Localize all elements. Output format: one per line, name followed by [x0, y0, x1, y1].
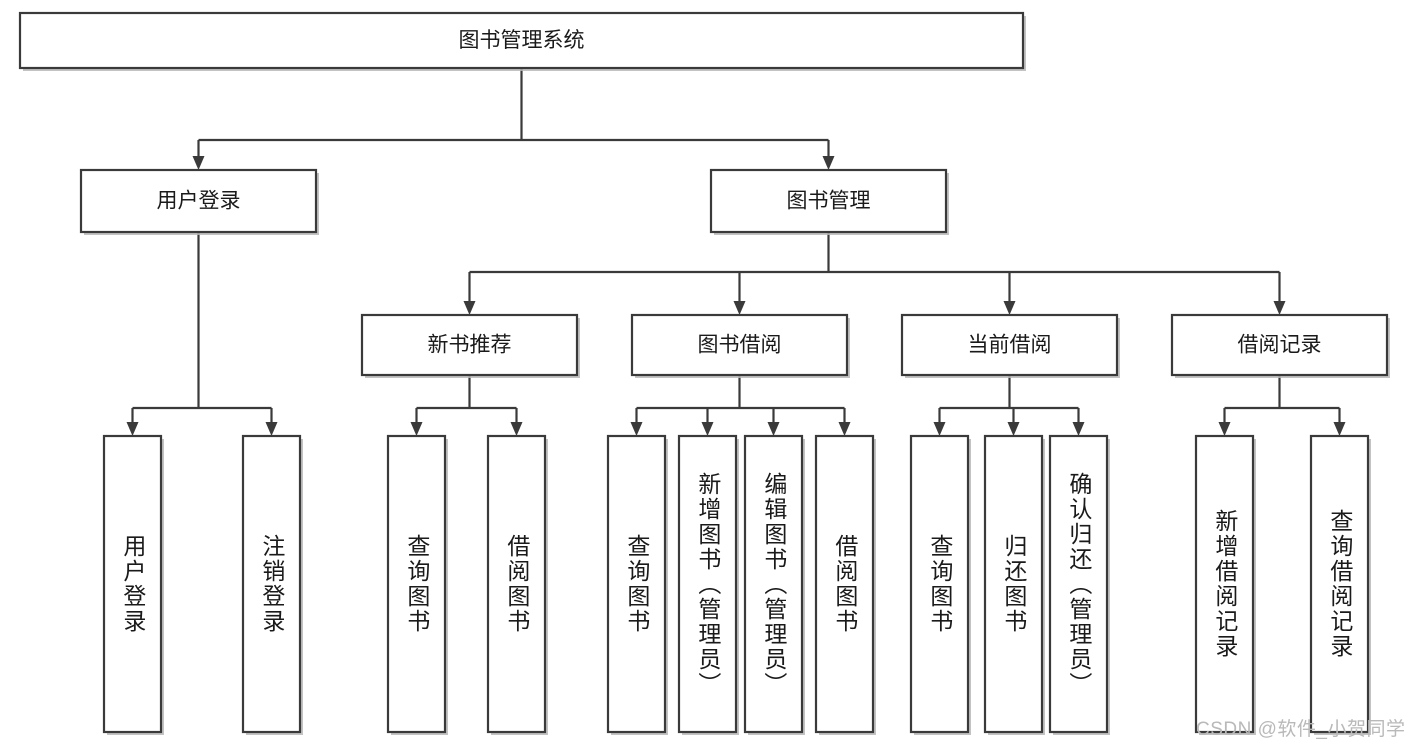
arrow-head-icon [463, 301, 476, 315]
arrow-head-icon [1273, 301, 1286, 315]
boxes-layer [18, 11, 1390, 735]
arrow-head-icon [126, 422, 139, 436]
node-label-current-borrow: 当前借阅 [968, 334, 1052, 357]
arrow-head-icon [1218, 422, 1231, 436]
arrow-head-icon [1072, 422, 1085, 436]
arrow-head-icon [933, 422, 946, 436]
node-box-borrow-record[interactable] [1170, 313, 1389, 377]
node-label-borrow-record: 借阅记录 [1238, 334, 1322, 357]
arrow-head-icon [410, 422, 423, 436]
arrow-head-icon [1333, 422, 1346, 436]
node-box-leaf-query-record[interactable] [1309, 434, 1370, 734]
node-box-leaf-edit-book[interactable] [743, 434, 804, 734]
node-box-leaf-add-book[interactable] [677, 434, 738, 734]
arrow-head-icon [701, 422, 714, 436]
arrow-head-icon [822, 156, 835, 170]
node-box-leaf-return-book[interactable] [983, 434, 1044, 734]
node-box-leaf-confirm-return[interactable] [1048, 434, 1109, 734]
node-box-leaf-query-book-1[interactable] [386, 434, 447, 734]
node-box-leaf-user-login[interactable] [102, 434, 163, 734]
arrow-head-icon [510, 422, 523, 436]
node-box-leaf-borrow-book-1[interactable] [486, 434, 547, 734]
arrow-head-icon [838, 422, 851, 436]
node-box-book-manage[interactable] [709, 168, 948, 234]
arrow-head-icon [1003, 301, 1016, 315]
arrow-head-icon [1007, 422, 1020, 436]
arrow-head-icon [733, 301, 746, 315]
node-box-book-borrow[interactable] [630, 313, 849, 377]
arrow-head-icon [767, 422, 780, 436]
node-box-leaf-add-record[interactable] [1194, 434, 1255, 734]
node-box-leaf-query-book-2[interactable] [606, 434, 667, 734]
arrow-head-icon [192, 156, 205, 170]
node-label-book-borrow: 图书借阅 [698, 334, 782, 357]
arrow-head-icon [265, 422, 278, 436]
node-label-new-book-rec: 新书推荐 [428, 334, 512, 357]
node-box-user-login[interactable] [79, 168, 318, 234]
node-label-user-login: 用户登录 [157, 190, 241, 213]
root-node-box[interactable] [18, 11, 1025, 70]
node-label-book-manage: 图书管理 [787, 190, 871, 213]
node-box-leaf-query-book-3[interactable] [909, 434, 970, 734]
arrow-head-icon [630, 422, 643, 436]
csdn-watermark: CSDN @软件_小贺同学 [1196, 719, 1405, 740]
connectors-layer [126, 68, 1346, 436]
node-box-leaf-logout[interactable] [241, 434, 302, 734]
root-node-label: 图书管理系统 [459, 29, 585, 52]
node-box-leaf-borrow-book-2[interactable] [814, 434, 875, 734]
node-box-new-book-rec[interactable] [360, 313, 579, 377]
node-box-current-borrow[interactable] [900, 313, 1119, 377]
